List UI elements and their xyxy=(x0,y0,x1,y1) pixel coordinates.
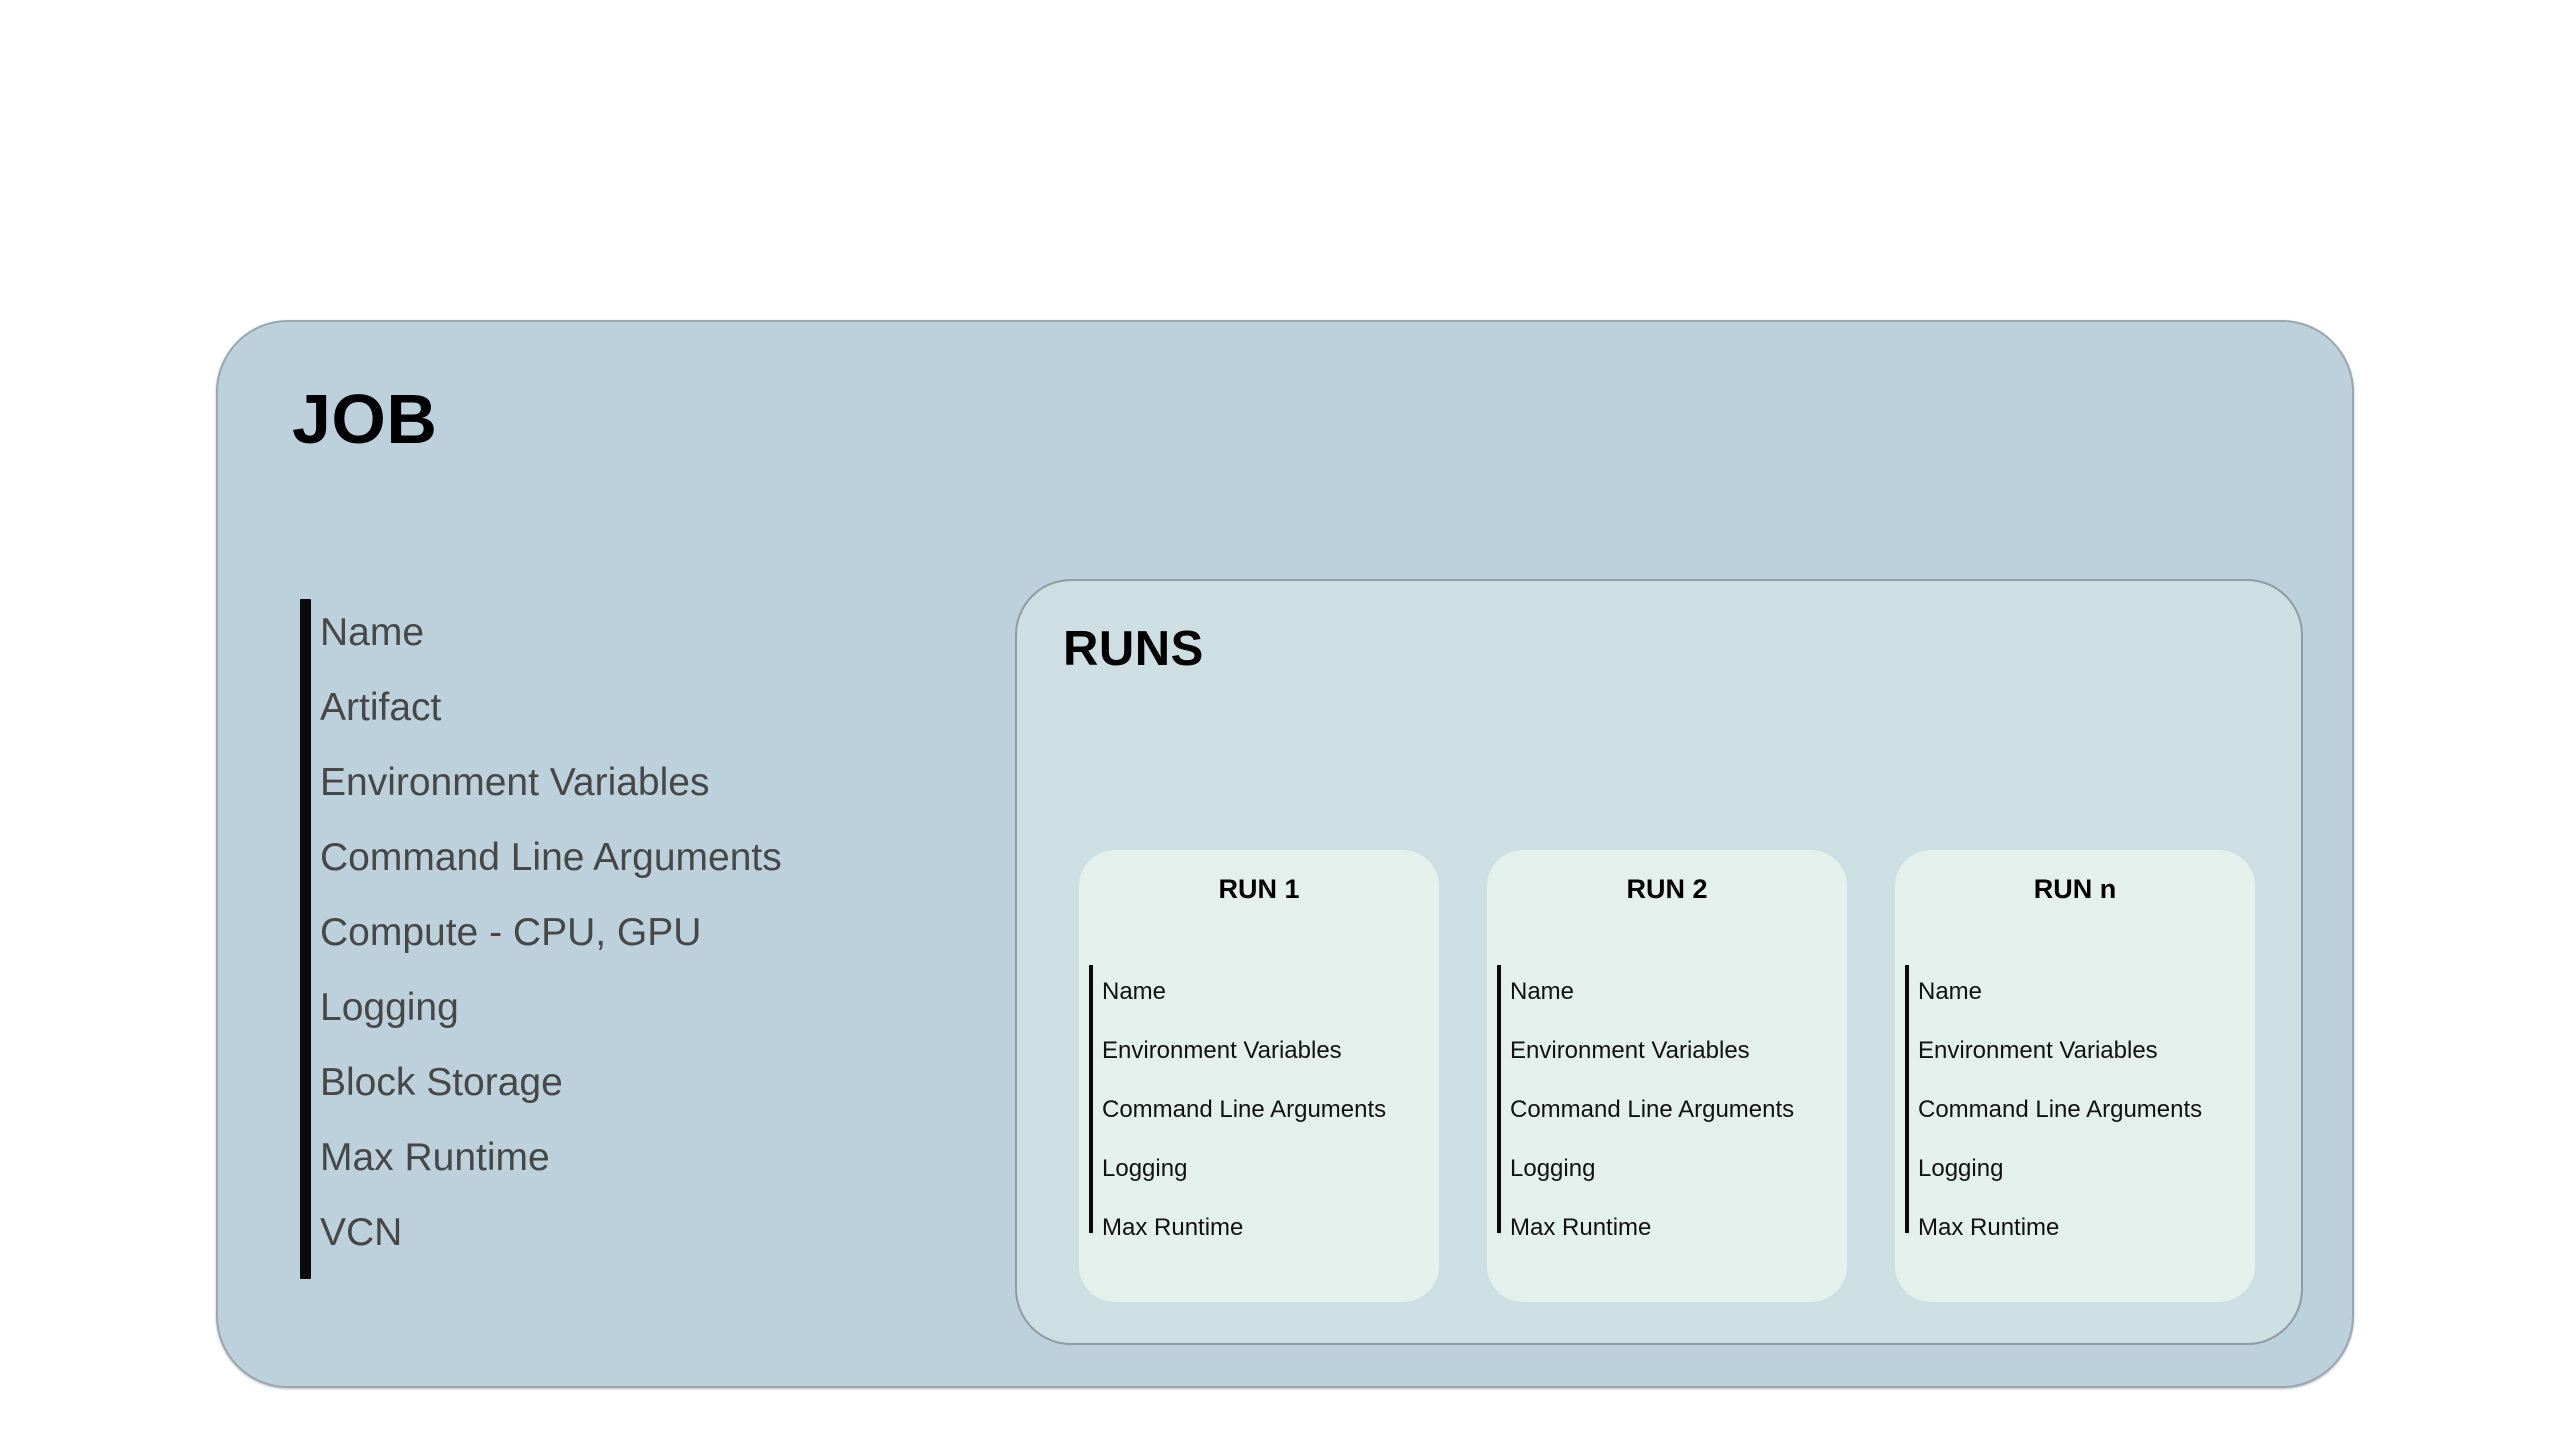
job-attribute-item: Logging xyxy=(320,986,459,1029)
job-attribute-item: Environment Variables xyxy=(320,761,710,804)
run-list-rail xyxy=(1905,965,1909,1233)
run-list-rail xyxy=(1497,965,1501,1233)
run-attribute-item: Logging xyxy=(1918,1155,2004,1182)
run-list-rail xyxy=(1089,965,1093,1233)
run-attribute-item: Environment Variables xyxy=(1510,1037,1750,1064)
run-card-title: RUN 2 xyxy=(1626,874,1708,904)
run-attribute-item: Name xyxy=(1510,978,1575,1005)
job-list-rail xyxy=(300,599,311,1279)
job-attribute-items: Name Artifact Environment Variables Comm… xyxy=(320,595,782,1270)
run-attribute-item: Logging xyxy=(1510,1155,1596,1182)
job-attribute-item: Max Runtime xyxy=(320,1136,550,1179)
run-card-title: RUN n xyxy=(2033,874,2117,904)
run-card-title: RUN 1 xyxy=(1218,874,1300,904)
job-title: JOB xyxy=(292,380,438,458)
run-attribute-item: Max Runtime xyxy=(1102,1214,1244,1241)
run-card-list: RUN 1 Name Environment Variables Command… xyxy=(1079,850,2255,1302)
run-attribute-item: Max Runtime xyxy=(1510,1214,1652,1241)
job-attribute-item: Compute - CPU, GPU xyxy=(320,911,702,954)
run-attribute-item: Environment Variables xyxy=(1102,1037,1342,1064)
run-attribute-items: Name Environment Variables Command Line … xyxy=(1918,962,2202,1257)
run-attribute-item: Max Runtime xyxy=(1918,1214,2060,1241)
run-card: RUN 2 Name Environment Variables Command… xyxy=(1487,850,1847,1302)
run-attribute-item: Command Line Arguments xyxy=(1102,1096,1387,1123)
run-attribute-item: Command Line Arguments xyxy=(1918,1096,2203,1123)
job-attribute-item: Name xyxy=(320,611,425,654)
run-card: RUN 1 Name Environment Variables Command… xyxy=(1079,850,1439,1302)
run-attribute-items: Name Environment Variables Command Line … xyxy=(1102,962,1386,1257)
run-attribute-item: Name xyxy=(1918,978,1983,1005)
run-attribute-item: Name xyxy=(1102,978,1167,1005)
runs-title: RUNS xyxy=(1063,622,1204,676)
runs-container: RUNS RUN 1 Name Environment Variables Co… xyxy=(1015,579,2303,1345)
run-attribute-item: Command Line Arguments xyxy=(1510,1096,1795,1123)
run-attribute-items: Name Environment Variables Command Line … xyxy=(1510,962,1794,1257)
run-attribute-item: Logging xyxy=(1102,1155,1188,1182)
job-attribute-item: VCN xyxy=(320,1211,403,1254)
job-attribute-item: Command Line Arguments xyxy=(320,836,782,879)
run-attribute-item: Environment Variables xyxy=(1918,1037,2158,1064)
run-card: RUN n Name Environment Variables Command… xyxy=(1895,850,2255,1302)
job-attribute-item: Block Storage xyxy=(320,1061,563,1104)
job-attribute-item: Artifact xyxy=(320,686,442,729)
job-container: JOB Name Artifact Environment Variables … xyxy=(216,320,2354,1388)
